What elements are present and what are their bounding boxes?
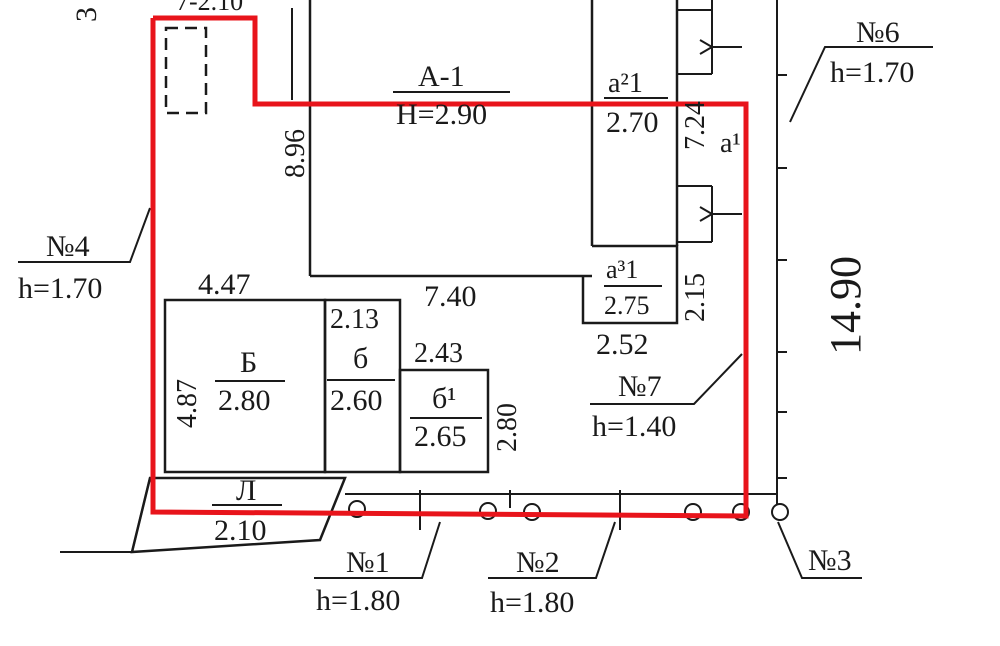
room-b1-height: 2.65 xyxy=(414,420,467,453)
room-b-small-code: б xyxy=(353,342,368,375)
dim-14-90: 14.90 xyxy=(821,256,870,355)
dim-7-24: 7.24 xyxy=(680,101,711,150)
room-a1-height: H=2.90 xyxy=(396,98,487,131)
marker-7-height: h=1.40 xyxy=(592,410,676,443)
room-a3-height: 2.75 xyxy=(604,291,650,320)
marker-2-label: №2 xyxy=(516,546,560,579)
dim-2-15: 2.15 xyxy=(680,273,711,322)
dashed-element xyxy=(164,26,208,115)
dim-4-87: 4.87 xyxy=(172,379,203,428)
bottom-fence xyxy=(60,490,789,553)
marker-4-height: h=1.70 xyxy=(18,272,102,305)
marker-3-label: №3 xyxy=(808,544,852,577)
porch-l xyxy=(130,476,347,554)
annex-a2-walls xyxy=(675,0,742,246)
dim-2-13: 2.13 xyxy=(330,304,379,335)
corner-mark: 3 xyxy=(70,7,103,22)
top-cut-label: 7-2.10 xyxy=(176,0,243,16)
marker-6-label: №6 xyxy=(856,16,900,49)
room-b-small-height: 2.60 xyxy=(330,384,383,417)
marker-2-height: h=1.80 xyxy=(490,586,574,619)
room-a2-height: 2.70 xyxy=(606,106,659,139)
marker-4-label: №4 xyxy=(46,230,90,263)
room-b1-code: б¹ xyxy=(432,382,456,415)
room-b-code: Б xyxy=(240,346,257,379)
room-a1-small-code: а¹ xyxy=(720,128,741,159)
annex-a3-walls xyxy=(581,244,679,325)
dim-2-43: 2.43 xyxy=(414,338,463,369)
marker-leaders xyxy=(18,46,933,579)
room-a1-code: А-1 xyxy=(418,60,465,93)
marker-1-height: h=1.80 xyxy=(316,584,400,617)
dim-4-47: 4.47 xyxy=(198,268,251,301)
marker-1-label: №1 xyxy=(346,546,390,579)
dim-2-52: 2.52 xyxy=(596,328,649,361)
porch-code: Л xyxy=(236,474,256,507)
dim-7-40: 7.40 xyxy=(424,280,477,313)
red-boundary xyxy=(150,15,749,519)
marker-6-height: h=1.70 xyxy=(830,56,914,89)
right-fence xyxy=(776,0,787,512)
marker-7-label: №7 xyxy=(618,370,662,403)
room-b-walls xyxy=(163,298,490,474)
room-b-height: 2.80 xyxy=(218,384,271,417)
dim-8-96: 8.96 xyxy=(280,129,311,178)
dim-2-80: 2.80 xyxy=(492,403,523,452)
room-a3-code: а³1 xyxy=(606,255,638,284)
room-a2-code: а²1 xyxy=(608,68,643,99)
building-a1-walls xyxy=(308,0,594,278)
fraction-bars xyxy=(212,91,668,506)
porch-height: 2.10 xyxy=(214,514,267,547)
